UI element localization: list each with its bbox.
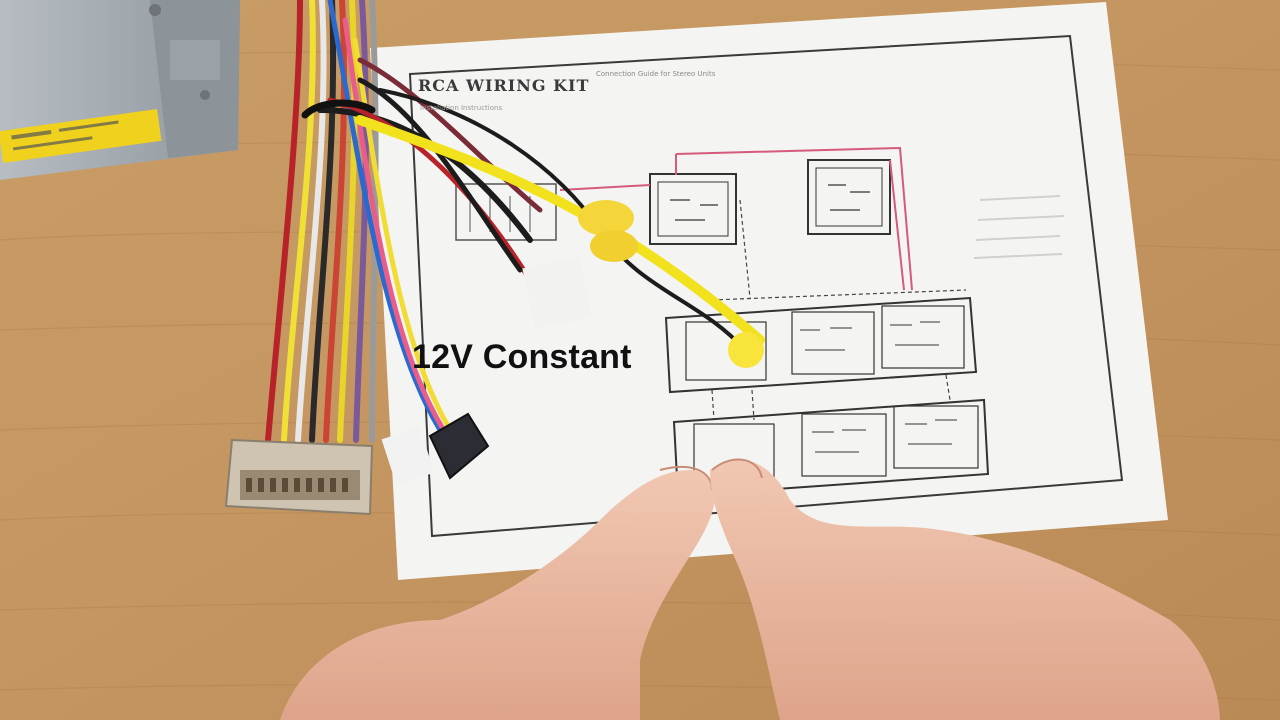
overlay-caption: 12V Constant [412,338,632,376]
wire-bundle [265,0,765,448]
relay-box-top-1 [649,173,737,245]
relay-row-middle [664,296,978,394]
white-connector [381,256,592,486]
stereo-head-unit [0,0,240,180]
harness-plug-grey [224,438,374,516]
yellow-connectors [578,200,764,368]
diagram-subtitle: Connection Guide for Stereo Units [596,70,716,78]
diagram-note: Installation Instructions [420,104,503,112]
harness-plug-black [428,412,490,480]
relay-box-top-2 [807,159,891,235]
diagram-wires [559,146,913,291]
hand-right [710,458,1220,720]
diagram-title: RCA WIRING KIT [418,76,590,95]
